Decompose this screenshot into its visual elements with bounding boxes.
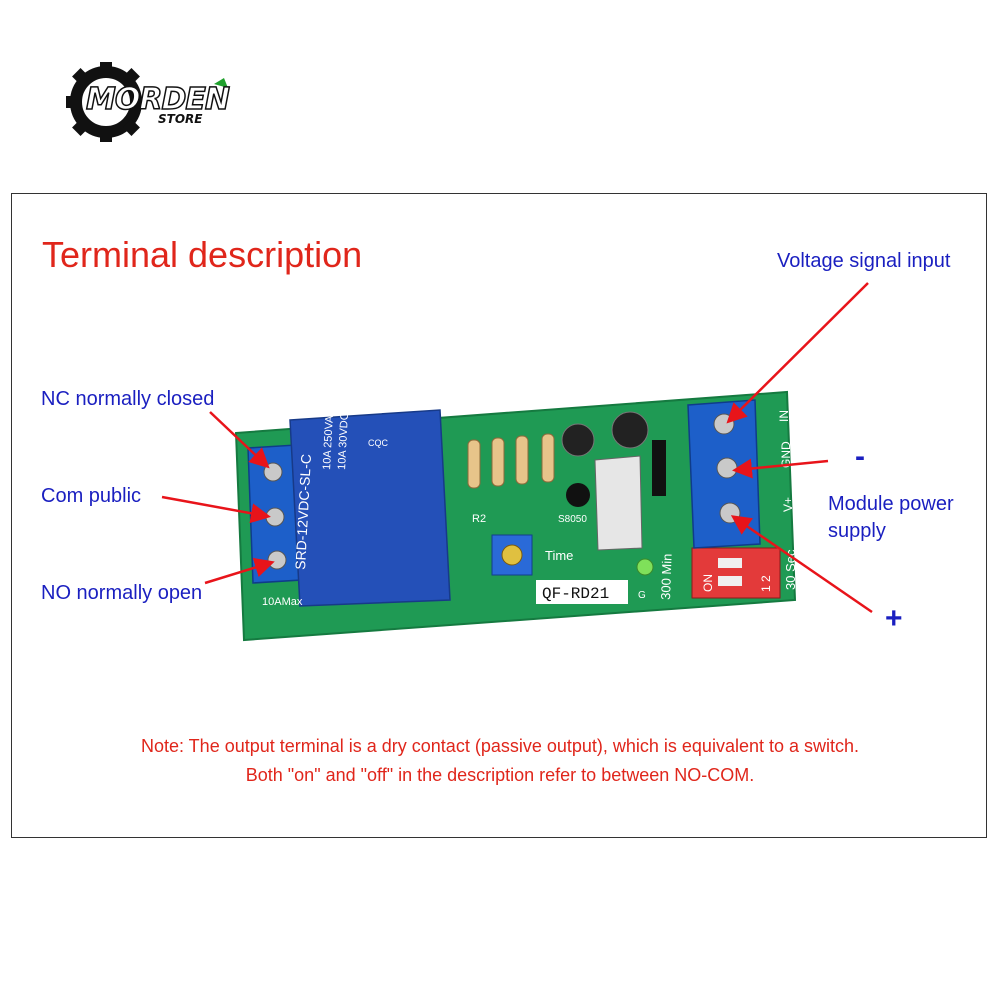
minus-arrow (732, 458, 829, 479)
r2-label: R2 (472, 513, 486, 525)
g-label: G (638, 590, 646, 601)
model-label: QF-RD21 (542, 585, 609, 603)
regulator (594, 455, 643, 551)
time-label: Time (545, 548, 573, 563)
note-line-2: Both "on" and "off" in the description r… (245, 765, 755, 785)
morden-store-logo: MORDEN STORE (64, 60, 236, 144)
diagram-title: Terminal description (42, 234, 363, 275)
plus-sign: + (885, 602, 903, 635)
no-label: NO normally open (41, 582, 203, 604)
voltage-signal-arrow (726, 282, 869, 424)
com-label: Com public (41, 485, 142, 507)
dip-toggle-2 (718, 576, 742, 586)
capacitor-1 (561, 423, 595, 457)
no-screw (267, 550, 287, 570)
plus-arrow (730, 515, 873, 614)
recycle-arrow-icon (214, 78, 228, 88)
voltage-signal-label: Voltage signal input (777, 250, 951, 272)
diode (652, 440, 666, 496)
relay-model: SRD-12VDC-SL-C (292, 454, 314, 571)
gnd-label: GND (779, 441, 793, 468)
diagram-frame (11, 193, 987, 838)
minus-sign: - (855, 440, 865, 473)
current-label: 10AMax (262, 596, 303, 608)
gear-icon (64, 60, 228, 144)
relay-brand: CQC (368, 438, 389, 448)
range-label: 300 Min (658, 553, 675, 600)
dip-switch (691, 547, 781, 599)
status-led (636, 558, 654, 576)
gnd-screw (716, 457, 738, 479)
logo-brand: MORDEN (85, 81, 230, 118)
com-arrow (161, 495, 271, 524)
in-label: IN (777, 410, 791, 422)
vplus-label: V+ (781, 497, 795, 512)
dip-toggle-1 (718, 558, 742, 568)
transistor (566, 483, 590, 507)
capacitor-2 (611, 411, 649, 449)
transistor-label: S8050 (558, 514, 587, 525)
logo-store: STORE (158, 112, 203, 126)
nc-label: NC normally closed (41, 388, 215, 410)
relay (289, 409, 451, 607)
switch-on-label: ON (701, 574, 715, 592)
switch-numbers: 1 2 (759, 575, 773, 592)
potentiometer-knob (501, 544, 523, 566)
in-screw (713, 413, 735, 435)
model-label-box (536, 580, 628, 604)
com-screw (265, 507, 285, 527)
no-arrow (204, 557, 275, 585)
nc-arrow (209, 411, 270, 469)
annotation-arrows (161, 282, 873, 614)
nc-screw (263, 462, 283, 482)
module-power-label: Module power (828, 493, 954, 515)
note-line-1: Note: The output terminal is a dry conta… (140, 736, 860, 756)
resistors (467, 433, 555, 489)
module-power-label-2: supply (828, 520, 886, 542)
